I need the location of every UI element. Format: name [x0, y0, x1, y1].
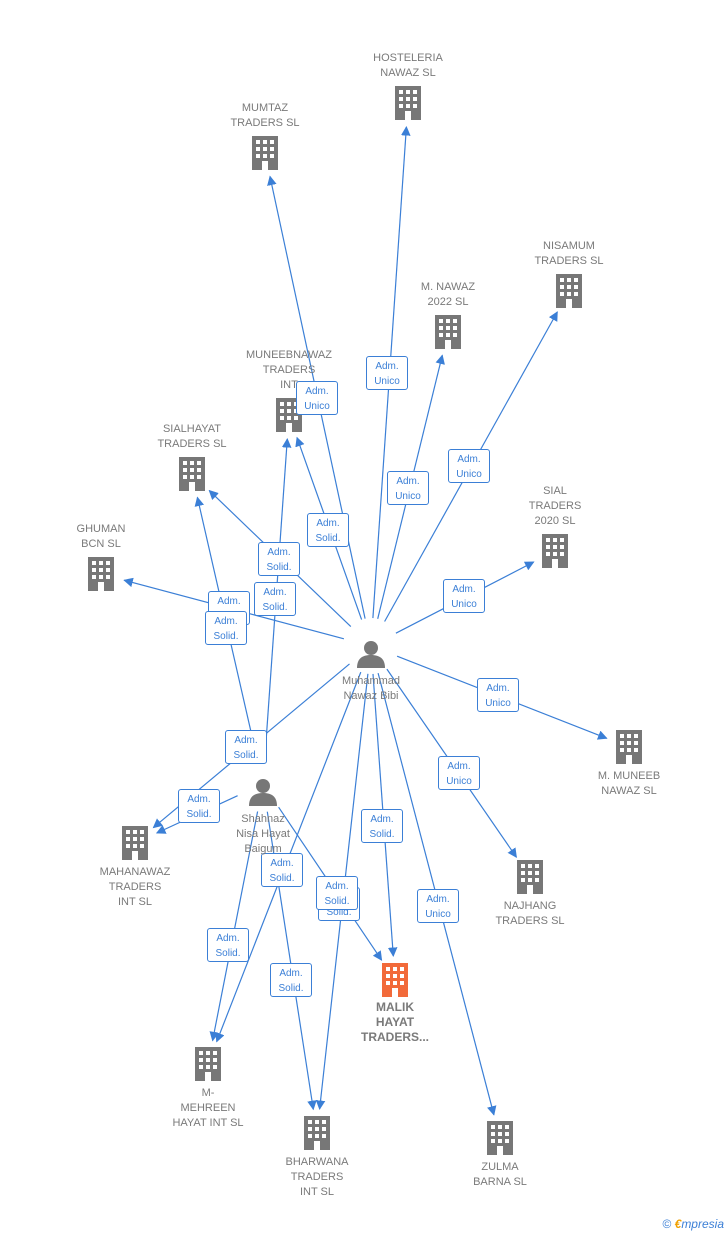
building-icon[interactable]: [382, 963, 408, 997]
relation-badge[interactable]: Adm. Solid.: [178, 789, 220, 823]
building-icon[interactable]: [122, 826, 148, 860]
node-label-ghuman[interactable]: GHUMAN BCN SL: [76, 523, 126, 550]
relation-badge[interactable]: Adm. Solid.: [316, 876, 358, 910]
brand-name: mpresia: [681, 1217, 724, 1231]
node-label-muneebnawaz[interactable]: MUNEEBNAWAZ TRADERS INT: [246, 349, 332, 391]
relation-badge[interactable]: Adm. Solid.: [254, 582, 296, 616]
person-icon[interactable]: [249, 779, 277, 806]
node-label-mumtaz[interactable]: MUMTAZ TRADERS SL: [230, 102, 300, 129]
copyright-symbol: ©: [662, 1217, 672, 1231]
building-icon[interactable]: [616, 730, 642, 764]
building-icon[interactable]: [252, 136, 278, 170]
relation-badge[interactable]: Adm. Unico: [366, 356, 408, 390]
building-icon[interactable]: [304, 1116, 330, 1150]
brand-logo[interactable]: €mpresia: [675, 1217, 724, 1231]
node-label-sial2020[interactable]: SIAL TRADERS 2020 SL: [528, 485, 582, 527]
relation-badge[interactable]: Adm. Unico: [417, 889, 459, 923]
node-label-mnawaz2022[interactable]: M. NAWAZ 2022 SL: [420, 281, 476, 308]
node-label-bharwana[interactable]: BHARWANA TRADERS INT SL: [285, 1156, 349, 1198]
building-icon[interactable]: [179, 457, 205, 491]
relation-badge[interactable]: Adm. Unico: [296, 381, 338, 415]
relation-badge[interactable]: Adm. Solid.: [361, 809, 403, 843]
node-label-mahanawaz[interactable]: MAHANAWAZ TRADERS INT SL: [99, 866, 171, 908]
relation-badge[interactable]: Adm. Solid.: [307, 513, 349, 547]
node-label-nisamum[interactable]: NISAMUM TRADERS SL: [534, 240, 604, 267]
node-label-shahnaz[interactable]: Shahnaz Nisa Hayat Baigum: [236, 813, 290, 855]
relation-badge[interactable]: Adm. Unico: [387, 471, 429, 505]
node-label-mmuneeb[interactable]: M. MUNEEB NAWAZ SL: [597, 770, 661, 797]
node-label-malik[interactable]: MALIK HAYAT TRADERS...: [360, 1000, 429, 1044]
edges-layer: [123, 125, 608, 1116]
relation-badge[interactable]: Adm. Solid.: [207, 928, 249, 962]
node-label-sialhayat[interactable]: SIALHAYAT TRADERS SL: [157, 423, 227, 450]
relation-badge[interactable]: Adm. Solid.: [205, 611, 247, 645]
building-icon[interactable]: [487, 1121, 513, 1155]
node-label-zulma[interactable]: ZULMA BARNA SL: [473, 1161, 527, 1188]
relation-badge[interactable]: Adm. Unico: [438, 756, 480, 790]
relation-badge[interactable]: Adm. Solid.: [258, 542, 300, 576]
footer-brand[interactable]: © €mpresia: [662, 1217, 724, 1231]
building-icon[interactable]: [542, 534, 568, 568]
building-icon[interactable]: [435, 315, 461, 349]
relation-badge[interactable]: Adm. Solid.: [270, 963, 312, 997]
person-icon[interactable]: [357, 641, 385, 668]
building-icon[interactable]: [88, 557, 114, 591]
node-label-najhang[interactable]: NAJHANG TRADERS SL: [495, 900, 565, 927]
node-label-hosteleria[interactable]: HOSTELERIA NAWAZ SL: [373, 52, 443, 79]
building-icon[interactable]: [517, 860, 543, 894]
building-icon[interactable]: [195, 1047, 221, 1081]
relation-badge[interactable]: Adm. Unico: [443, 579, 485, 613]
building-icon[interactable]: [395, 86, 421, 120]
relation-badge[interactable]: Adm. Solid.: [225, 730, 267, 764]
brand-initial: €: [674, 1217, 682, 1231]
relation-badge[interactable]: Adm. Solid.: [261, 853, 303, 887]
relation-badge[interactable]: Adm. Unico: [448, 449, 490, 483]
relation-badge[interactable]: Adm. Unico: [477, 678, 519, 712]
edge-shahnaz-to-mehreen[interactable]: [209, 811, 259, 1042]
building-icon[interactable]: [556, 274, 582, 308]
node-label-muhammad[interactable]: Muhammad Nawaz Bibi: [341, 675, 401, 702]
node-label-mehreen[interactable]: M- MEHREEN HAYAT INT SL: [172, 1087, 244, 1129]
